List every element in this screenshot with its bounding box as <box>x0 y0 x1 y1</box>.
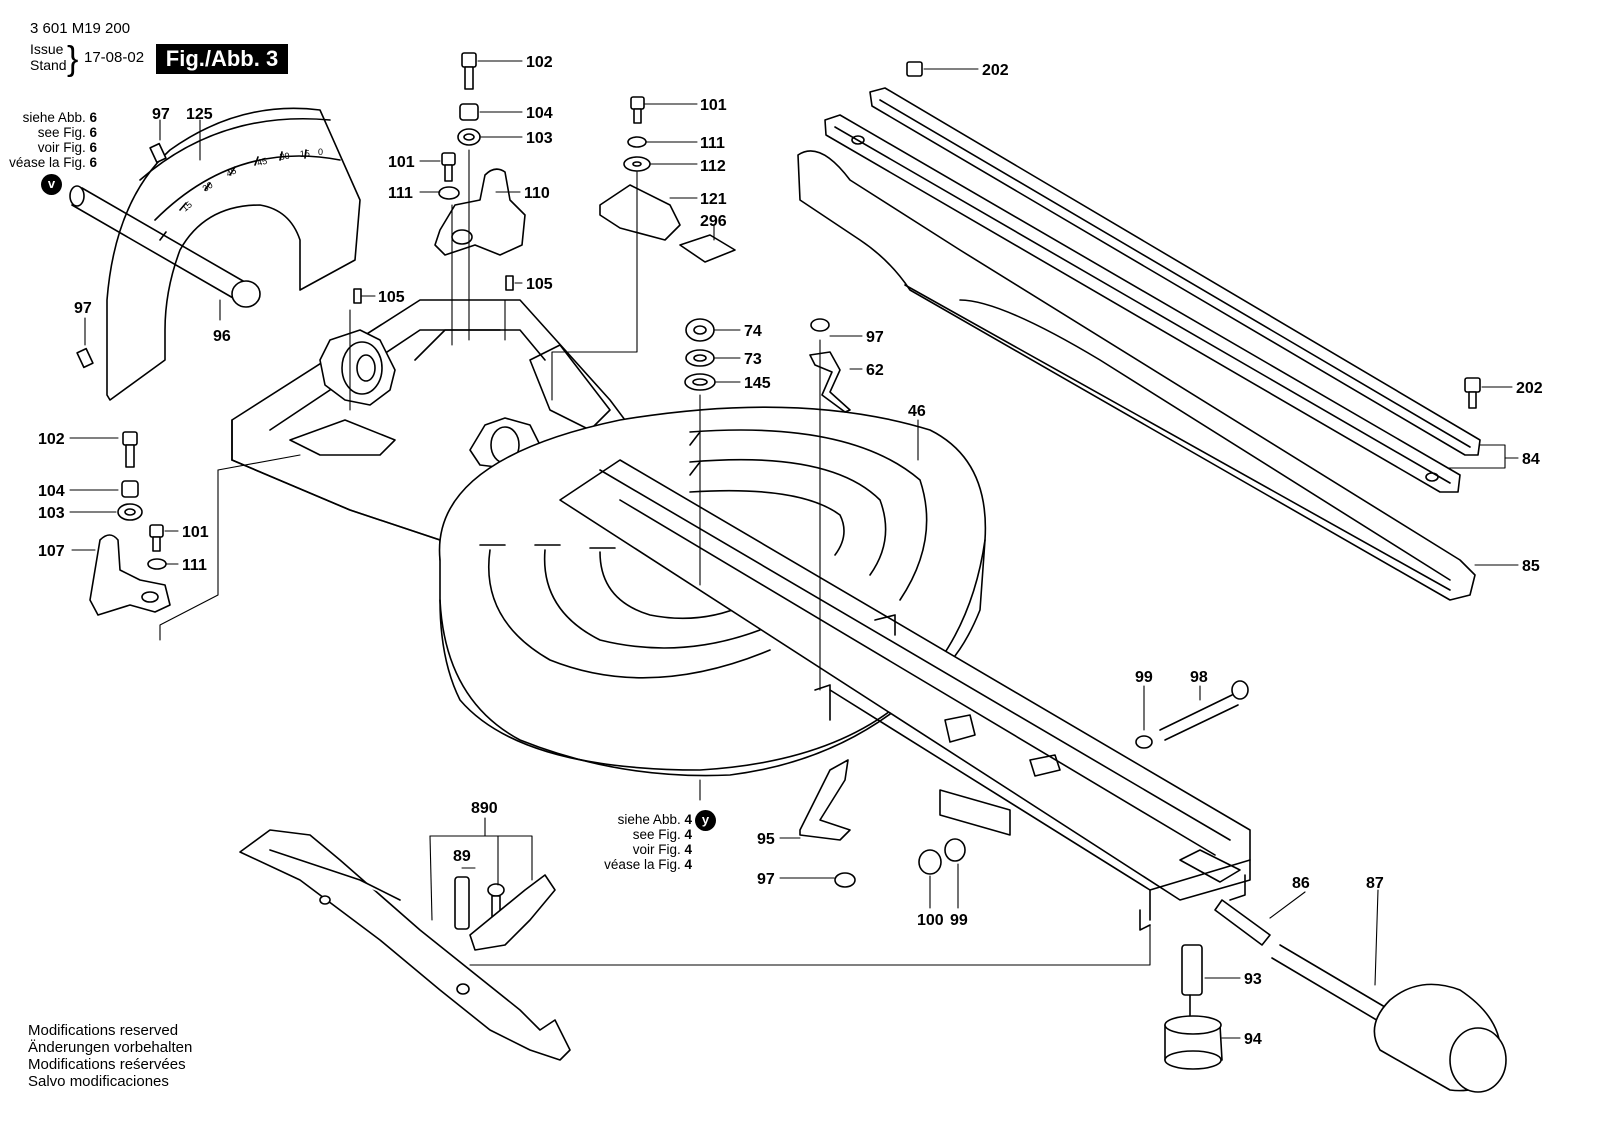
ref-left-line2: see Fig. <box>37 125 86 140</box>
callout-202-top: 202 <box>982 62 1009 79</box>
ref-left-num1: 6 <box>89 110 97 125</box>
scale-label-1: 15 <box>180 199 194 213</box>
callout-112: 112 <box>700 158 726 175</box>
table-extension-arm <box>559 459 1251 931</box>
callout-84: 84 <box>1522 451 1540 468</box>
fence-rails <box>797 87 1481 601</box>
scale-label-3: 45 <box>225 166 238 179</box>
callout-101-right: 101 <box>700 97 727 114</box>
callout-86: 86 <box>1292 875 1310 892</box>
callout-96: 96 <box>213 328 231 345</box>
callout-85: 85 <box>1522 558 1540 575</box>
callout-111-lower: 111 <box>182 557 207 574</box>
callout-89: 89 <box>453 848 471 865</box>
ref-bottom-line2: see Fig. <box>632 827 681 842</box>
callout-95: 95 <box>757 831 775 848</box>
callout-97-left: 97 <box>74 300 92 317</box>
scale-label-7: 0 <box>318 147 323 157</box>
ref-left-line1: siehe Abb. <box>22 110 86 125</box>
callout-103-top: 103 <box>526 130 553 147</box>
callout-97-center: 97 <box>866 329 884 346</box>
ref-left-marker: v <box>41 174 62 195</box>
callout-110: 110 <box>524 185 550 202</box>
ref-bottom-num2: 4 <box>684 827 692 842</box>
ref-bottom-marker: y <box>695 810 716 831</box>
callout-105-left: 105 <box>378 289 405 306</box>
callout-101-lower: 101 <box>182 524 209 541</box>
ref-bottom-num3: 4 <box>684 842 692 857</box>
callout-73: 73 <box>744 351 762 368</box>
stand-label: Stand <box>30 57 67 73</box>
scale-label-2: 30 <box>201 180 215 194</box>
callout-99-bottom: 99 <box>950 912 968 929</box>
callout-105-right: 105 <box>526 276 553 293</box>
ref-bottom-line3: voir Fig. <box>632 842 681 857</box>
callout-103-left: 103 <box>38 505 65 522</box>
callout-93: 93 <box>1244 971 1262 988</box>
modifications-notice: Modifications reserved Änderungen vorbeh… <box>28 1022 192 1090</box>
scale-label-5: 30 <box>279 151 290 162</box>
ref-bottom-num1: 4 <box>684 812 692 827</box>
footer-line1: Modifications reserved <box>28 1022 179 1039</box>
callout-111-left: 111 <box>388 185 413 202</box>
brace-glyph: } <box>67 40 79 78</box>
callout-104-left: 104 <box>38 483 65 500</box>
callout-62: 62 <box>866 362 884 379</box>
small-hardware <box>76 52 1507 1093</box>
figure-badge: Fig./Abb. 3 <box>156 44 288 74</box>
bevel-scale-plate <box>106 107 361 401</box>
ref-left-line4: véase la Fig. <box>9 155 86 170</box>
callout-102-top: 102 <box>526 54 553 71</box>
callout-107: 107 <box>38 543 65 560</box>
leader-lines <box>69 60 1519 1039</box>
callout-202-right: 202 <box>1516 380 1543 397</box>
callout-121: 121 <box>700 191 727 208</box>
callout-98: 98 <box>1190 669 1208 686</box>
footer-line3: Modifications reśervées <box>28 1056 186 1073</box>
callout-100: 100 <box>917 912 944 929</box>
scale-label-6: 15 <box>299 148 310 159</box>
ref-left-num2: 6 <box>89 125 97 140</box>
ref-bottom-line1: siehe Abb. <box>617 812 681 827</box>
pivot-shaft <box>69 185 261 308</box>
callout-74: 74 <box>744 323 762 340</box>
ref-bottom-block: siehe Abb. 4 see Fig. 4 voir Fig. 4 véas… <box>590 812 692 872</box>
callout-104-top: 104 <box>526 105 553 122</box>
callout-87: 87 <box>1366 875 1384 892</box>
callout-94: 94 <box>1244 1031 1262 1048</box>
callout-97-bottom: 97 <box>757 871 775 888</box>
ref-left-num3: 6 <box>89 140 97 155</box>
callout-296: 296 <box>700 213 727 230</box>
ref-left-line3: voir Fig. <box>37 140 86 155</box>
ref-bottom-line4: véase la Fig. <box>604 857 681 872</box>
callout-145: 145 <box>744 375 771 392</box>
callout-97-top-left: 97 <box>152 106 170 123</box>
footer-line2: Änderungen vorbehalten <box>28 1039 193 1056</box>
callout-890: 890 <box>471 800 498 817</box>
ref-bottom-num4: 4 <box>684 857 692 872</box>
ref-left-num4: 6 <box>89 155 97 170</box>
callout-99-top: 99 <box>1135 669 1153 686</box>
callout-46: 46 <box>908 403 926 420</box>
callout-111-right: 111 <box>700 135 725 152</box>
issue-date: 17-08-02 <box>84 49 145 66</box>
part-number: 3 601 M19 200 <box>30 20 131 37</box>
callout-101-left: 101 <box>388 154 415 171</box>
footer-line4: Salvo modificaciones <box>28 1073 169 1090</box>
scale-label-4: 45 <box>256 156 268 168</box>
scale-tick-labels: 15 30 45 45 30 15 0 <box>180 147 323 214</box>
callout-labels: 102 104 103 101 111 110 105 105 97 125 9… <box>38 54 1543 1048</box>
callout-102-left: 102 <box>38 431 65 448</box>
issue-label: Issue <box>30 41 64 57</box>
callout-125: 125 <box>186 106 213 123</box>
ref-left-block: siehe Abb. 6 see Fig. 6 voir Fig. 6 véas… <box>0 110 97 170</box>
